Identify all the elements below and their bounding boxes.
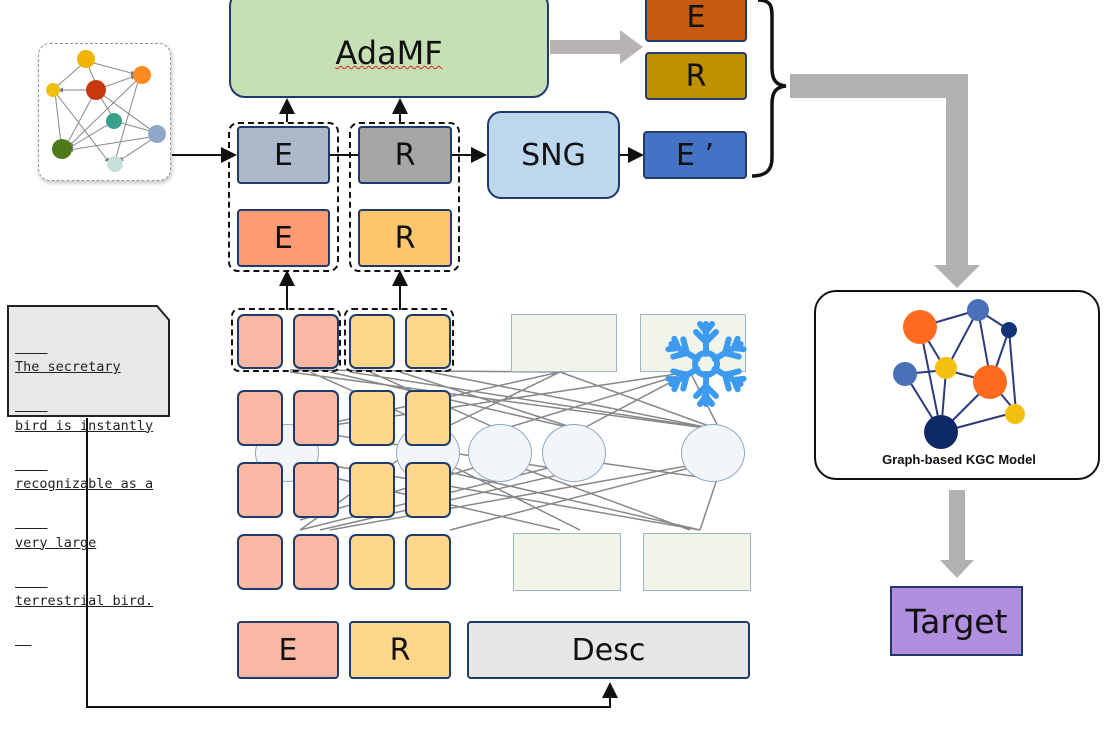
token-e [293, 314, 339, 369]
language-e: E [237, 209, 330, 267]
knowledge-graph-icon [38, 43, 171, 181]
placeholder-box-4 [643, 533, 751, 591]
token-r [349, 390, 395, 446]
neuron-4 [542, 424, 606, 482]
output-e: E [645, 0, 747, 42]
target-label: Target [905, 601, 1008, 641]
token-r [405, 462, 451, 518]
kgc-graph-icon [893, 299, 1025, 449]
token-r [405, 534, 451, 590]
note-shape [7, 305, 170, 417]
kgc-model-caption: Graph-based KGC Model [882, 452, 1036, 467]
note-line: bird is instantly [15, 417, 154, 434]
structural-e: E [237, 126, 330, 184]
token-e [237, 534, 283, 590]
token-r [349, 462, 395, 518]
neuron-5 [681, 424, 745, 482]
sng-label: SNG [521, 137, 586, 173]
token-e [237, 462, 283, 518]
token-r [405, 390, 451, 446]
outputs-brace [751, 0, 787, 178]
grey-arrow-kgc-to-target [940, 490, 974, 578]
note-line: The secretary [15, 359, 121, 375]
language-r-label: R [394, 220, 416, 256]
kgc-model-box: Graph-based KGC Model [814, 290, 1100, 480]
token-e [237, 314, 283, 369]
token-e [293, 462, 339, 518]
target-box: Target [890, 586, 1023, 656]
snowflake-icon [660, 318, 752, 410]
note-line: recognizable as a [15, 476, 154, 492]
output-e-prime-label: E ’ [675, 137, 715, 173]
input-e-label: E [278, 632, 298, 668]
adamf-label: AdaMF [335, 34, 443, 72]
adamf-box: AdaMF [229, 0, 549, 98]
neuron-3 [468, 424, 532, 482]
grey-arrow-adamf-to-outputs [550, 30, 643, 64]
token-r [405, 314, 451, 369]
structural-r-label: R [394, 137, 416, 173]
language-e-label: E [274, 220, 293, 256]
token-group-e-top [231, 308, 341, 372]
input-desc: Desc [467, 621, 750, 679]
description-note: The secretary bird is instantly recogniz… [6, 304, 171, 609]
output-r-label: R [685, 58, 707, 94]
input-r: R [349, 621, 451, 679]
structural-e-label: E [274, 137, 293, 173]
sng-box: SNG [487, 111, 620, 199]
output-e-label: E [686, 0, 706, 35]
input-desc-label: Desc [571, 632, 646, 668]
entity-embedding-group [228, 122, 339, 272]
relation-embedding-group [349, 122, 460, 272]
token-e [293, 534, 339, 590]
note-line: terrestrial bird. [15, 593, 154, 609]
language-r: R [358, 209, 452, 267]
input-r-label: R [389, 632, 411, 668]
input-e: E [237, 621, 339, 679]
token-r [349, 314, 395, 369]
output-r: R [645, 52, 747, 100]
structural-r: R [358, 126, 452, 184]
knowledge-graph-svg [46, 50, 166, 172]
grey-arrow-to-kgc [790, 74, 980, 288]
output-e-prime: E ’ [643, 131, 747, 179]
placeholder-box-3 [513, 533, 621, 591]
token-group-r-top [344, 308, 454, 372]
token-e [237, 390, 283, 446]
token-e [293, 390, 339, 446]
snowflake-svg [660, 321, 752, 410]
placeholder-box-1 [511, 314, 617, 372]
note-line: very large [15, 534, 97, 551]
token-r [349, 534, 395, 590]
description-note-text: The secretary bird is instantly recogniz… [15, 319, 153, 651]
